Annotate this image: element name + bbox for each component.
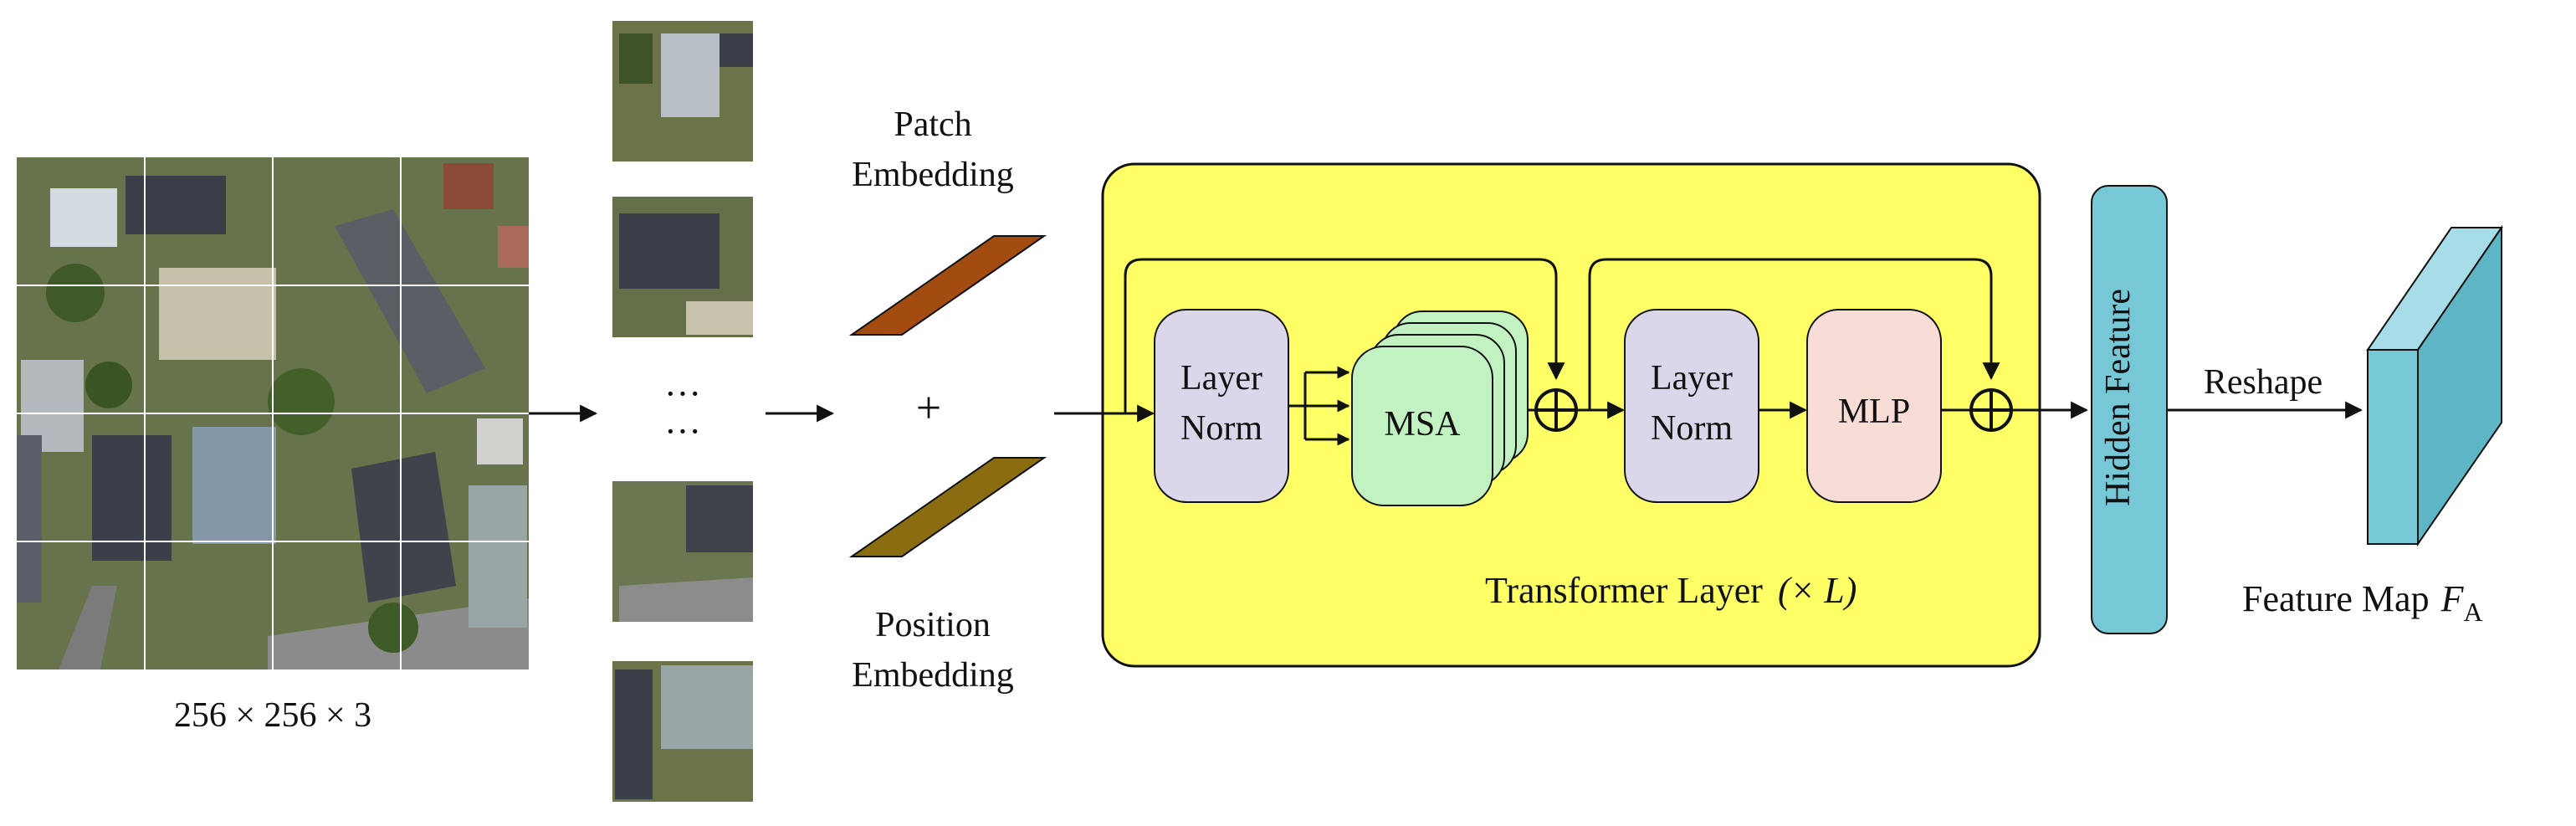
residual-connection <box>1124 258 1565 413</box>
transformer-layer-title: Transformer Layer(× L) <box>1485 570 1856 611</box>
patch-thumbnail <box>612 481 753 622</box>
patch-thumbnail <box>612 197 753 337</box>
house-roof <box>125 176 226 234</box>
patch-thumbnail <box>612 21 753 162</box>
ellipsis: ··· <box>664 373 701 414</box>
plus-sign: + <box>916 382 941 433</box>
feature-map-cuboid <box>2366 224 2503 547</box>
house-roof <box>477 418 523 464</box>
residual-connection <box>1588 258 2000 410</box>
house-roof <box>351 452 456 603</box>
tree <box>46 264 105 322</box>
layer-norm-label: Norm <box>1180 409 1262 448</box>
layer-norm-label: Norm <box>1651 409 1733 448</box>
split-arrows <box>1288 366 1350 446</box>
add-circle-icon <box>1534 388 1578 432</box>
patch-embedding-bar <box>848 235 1047 336</box>
patch-embedding-label: Embedding <box>852 156 1014 194</box>
house-roof <box>498 226 529 268</box>
position-embedding-bar <box>848 457 1047 557</box>
transformer-layer-box <box>1101 162 2041 668</box>
house-roof <box>50 188 117 247</box>
house-roof <box>159 268 276 360</box>
input-aerial-image <box>17 157 529 670</box>
ellipsis: ··· <box>664 411 701 452</box>
patch-thumbnail <box>612 661 753 802</box>
house-roof <box>92 435 172 561</box>
tree <box>85 362 132 408</box>
layer-norm-label: Layer <box>1651 359 1733 398</box>
position-embedding-label: Position <box>875 606 991 644</box>
tree <box>268 368 335 435</box>
position-embedding-label: Embedding <box>852 656 1014 695</box>
hidden-feature-label: Hidden Feature <box>2099 289 2138 506</box>
input-size-caption: 256 × 256 × 3 <box>174 696 371 735</box>
house-roof <box>192 427 276 544</box>
layer-norm-label: Layer <box>1180 359 1262 398</box>
patch-embedding-label: Patch <box>894 105 971 144</box>
add-circle-icon <box>1969 388 2013 432</box>
driveway <box>59 586 117 670</box>
tree <box>368 603 418 653</box>
mlp-label: MLP <box>1838 392 1910 431</box>
msa-block <box>1351 346 1493 506</box>
reshape-label: Reshape <box>2204 363 2322 402</box>
house-roof <box>443 163 494 209</box>
layer-norm-block <box>1154 309 1289 503</box>
house-roof <box>469 485 527 628</box>
patch-grid <box>17 157 529 670</box>
mlp-block <box>1806 309 1942 503</box>
layer-norm-block <box>1624 309 1759 503</box>
msa-label: MSA <box>1384 405 1461 444</box>
house-roof <box>335 209 485 393</box>
house-roof <box>17 435 42 603</box>
